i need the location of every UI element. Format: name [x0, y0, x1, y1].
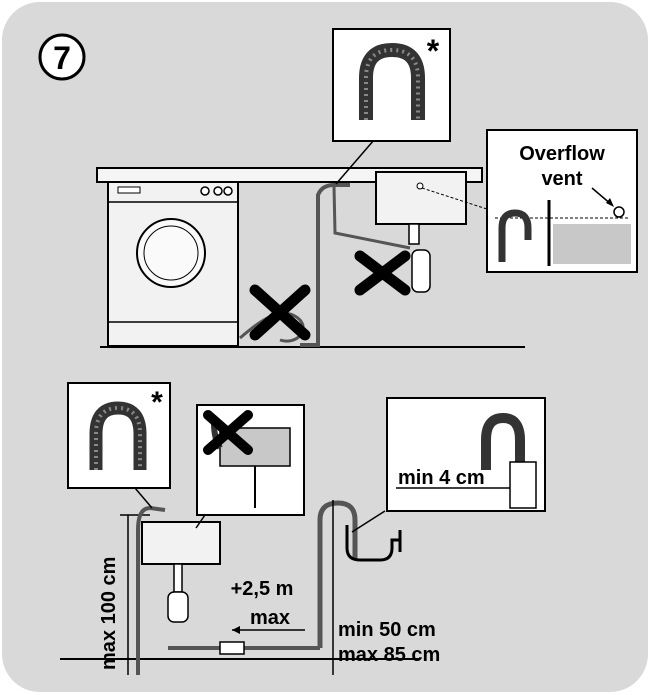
hose-hook-ribs-top — [364, 47, 420, 120]
detergent-drawer — [117, 186, 141, 194]
sink-trap — [411, 249, 431, 293]
label-min-50cm: min 50 cm — [338, 619, 436, 641]
leader-gap-inset — [351, 510, 386, 533]
inset-hose-hook-left: * — [67, 382, 171, 489]
gap-standpipe — [509, 461, 537, 509]
drain-hose-upper — [300, 183, 350, 347]
wrong-floor-drain — [239, 284, 311, 343]
trap-pipe — [345, 525, 400, 562]
step-badge-circle — [38, 33, 86, 81]
machine-door — [136, 218, 206, 288]
machine-knob-2 — [213, 186, 223, 196]
overflow-label-line2: vent — [541, 168, 582, 190]
cross-mark-sink — [354, 250, 411, 296]
overflow-water — [553, 224, 631, 264]
label-max-85cm: max 85 cm — [338, 644, 440, 666]
inset-wrong-basin — [196, 404, 305, 516]
washing-machine — [107, 181, 239, 347]
step-number: 7 — [53, 40, 71, 76]
asterisk-marker-top: * — [427, 33, 440, 69]
drain-hose-branch — [332, 185, 411, 250]
gap-hose-hook — [481, 412, 525, 470]
extension-dim-arrow — [232, 626, 240, 634]
standpipe-trap — [345, 525, 402, 562]
kitchen-sink — [354, 171, 467, 296]
label-extension-max: max — [250, 607, 290, 629]
hose-hook-shape-left — [89, 401, 147, 470]
overflow-hose-hook — [498, 209, 532, 262]
inset-min-gap: min 4 cm — [386, 397, 546, 512]
wash-basin-pipe — [173, 563, 183, 593]
wash-basin-trap — [167, 591, 189, 623]
sink-drain-pipe — [408, 223, 420, 245]
leader-top-inset — [335, 139, 375, 185]
cross-mark-basin — [203, 410, 253, 455]
machine-knob-1 — [200, 186, 210, 196]
label-extension: +2,5 m — [231, 578, 294, 600]
standpipe-hose — [317, 500, 358, 648]
overflow-vent-hole — [613, 206, 625, 218]
label-min-4cm: min 4 cm — [398, 467, 485, 489]
cross-mark-floor — [249, 284, 311, 341]
overflow-label-line1: Overflow — [519, 143, 605, 165]
hose-connector — [219, 641, 245, 655]
overflow-arrowhead — [606, 198, 614, 207]
machine-knob-3 — [223, 186, 233, 196]
wash-basin — [141, 521, 221, 623]
inset-hose-hook-top: * — [332, 28, 451, 142]
machine-door-inner — [143, 225, 199, 281]
asterisk-marker-left: * — [151, 386, 163, 419]
dimension-max-100: max 100 cm — [98, 514, 150, 675]
wash-basin-body — [141, 521, 221, 565]
leader-left-inset — [134, 487, 153, 509]
sink-basin — [375, 171, 467, 225]
leader-wrong-inset — [195, 514, 206, 529]
label-max-100cm: max 100 cm — [98, 557, 120, 670]
drain-hose-lower-left — [136, 505, 166, 675]
floor-hose-loop — [239, 311, 305, 343]
extension-hose: +2,5 m max — [168, 578, 320, 655]
inset-overflow-vent: Overflow vent — [486, 129, 638, 273]
inset-frame-left — [67, 382, 171, 489]
step-badge: 7 — [38, 33, 86, 81]
sink-overflow-hole — [416, 182, 424, 190]
leader-overflow-inset — [421, 187, 491, 211]
